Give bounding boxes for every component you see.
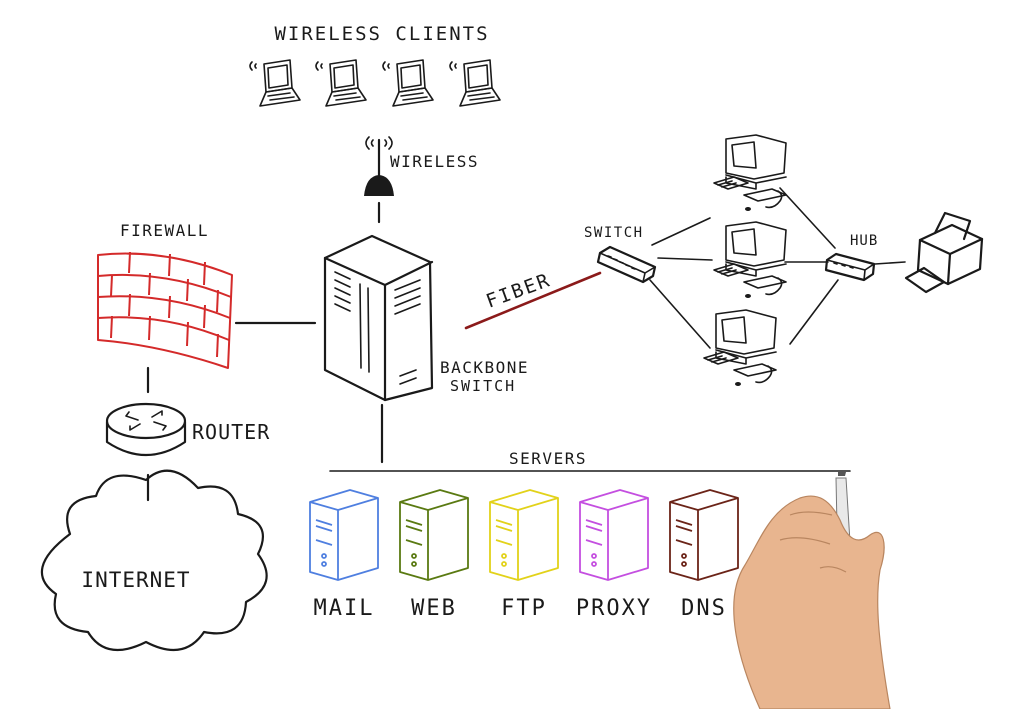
switch-label: SWITCH (584, 225, 644, 241)
fiber-link (464, 271, 602, 330)
laptop-icon (382, 59, 434, 107)
server-dns: DNS (669, 489, 739, 621)
internet-label: INTERNET (81, 568, 190, 592)
router-label: ROUTER (192, 420, 270, 444)
wireless-clients-group (249, 59, 501, 107)
server-label: WEB (411, 596, 457, 621)
backbone-label: BACKBONE (440, 358, 529, 377)
hub-icon (824, 252, 876, 282)
laptop-icon (449, 59, 501, 107)
server-icon (669, 489, 739, 581)
cloud-icon (40, 469, 268, 652)
printer-icon (904, 211, 984, 294)
server-icon (399, 489, 469, 581)
server-label: MAIL (314, 596, 375, 621)
lan-links (649, 187, 906, 349)
lan-computers-group (703, 134, 787, 386)
server-mail: MAIL (309, 489, 379, 621)
wireless-clients-label: WIRELESS CLIENTS (274, 23, 489, 45)
router-icon (105, 402, 187, 457)
hub-label: HUB (850, 233, 878, 249)
backbone-switch-label: SWITCH (450, 377, 516, 395)
laptop-icon (249, 59, 301, 107)
hand-with-marker (733, 472, 891, 709)
server-label: FTP (501, 596, 547, 621)
server-label: PROXY (576, 596, 652, 621)
laptop-icon (315, 59, 367, 107)
firewall-label: FIREWALL (120, 221, 209, 240)
firewall-icon (97, 251, 233, 369)
server-ftp: FTP (489, 489, 559, 621)
server-web: WEB (399, 489, 469, 621)
server-icon (489, 489, 559, 581)
desktop-pc-icon (713, 221, 787, 298)
servers-group: MAIL WEB FTP PROXY DNS (309, 489, 739, 621)
servers-label: SERVERS (509, 449, 587, 468)
backbone-switch-icon (323, 234, 434, 402)
antenna-icon (364, 136, 394, 196)
server-icon (579, 489, 649, 581)
server-proxy: PROXY (576, 489, 652, 621)
switch-icon (596, 245, 657, 284)
server-icon (309, 489, 379, 581)
wireless-label: WIRELESS (390, 152, 479, 171)
server-label: DNS (681, 596, 727, 621)
desktop-pc-icon (703, 309, 777, 386)
desktop-pc-icon (713, 134, 787, 211)
